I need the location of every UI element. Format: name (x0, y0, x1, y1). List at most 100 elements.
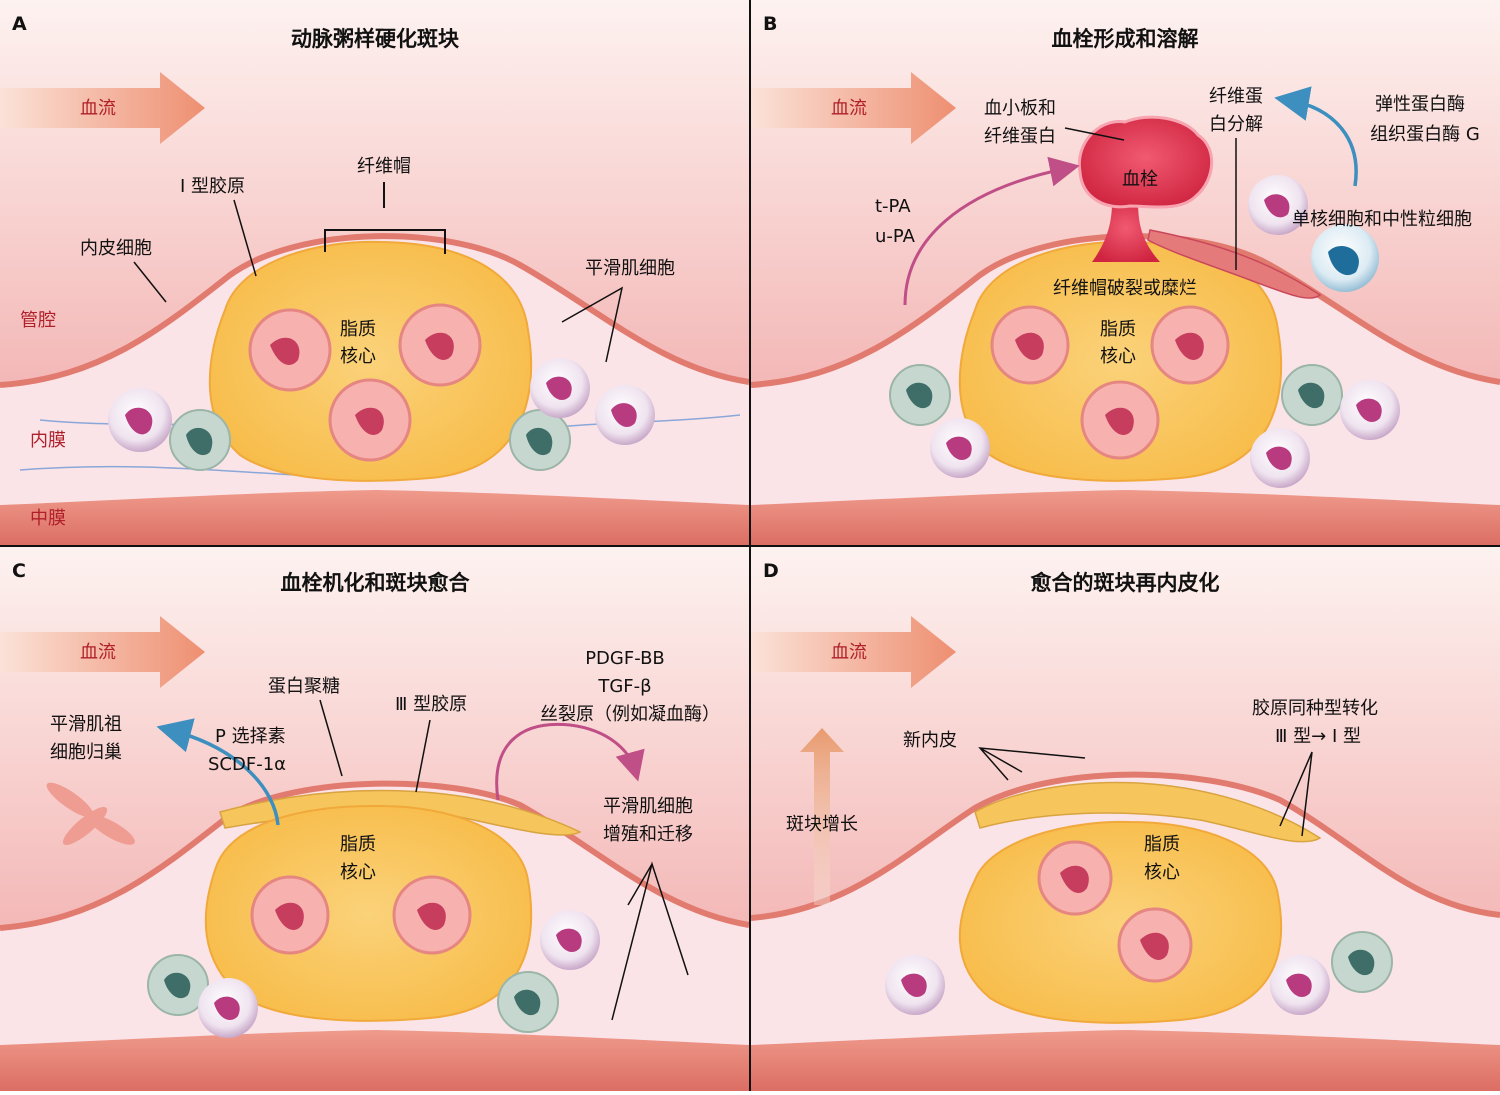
leader-proteoglycan (319, 699, 343, 777)
label-core-line-1: 脂质 (340, 319, 376, 340)
monocyte (1331, 931, 1393, 993)
monocyte-blue (1311, 224, 1379, 292)
blood-flow-arrow (751, 72, 956, 144)
label-collagen-i: Ⅰ 型胶原 (180, 176, 245, 197)
panel-title-a: 动脉粥样硬化斑块 (291, 27, 460, 51)
blood-flow-arrow (0, 616, 205, 688)
tpa-arrow (903, 156, 1080, 306)
panel-title-c: 血栓机化和斑块愈合 (281, 571, 471, 595)
blood-flow-arrow (0, 72, 205, 144)
monocyte (169, 409, 231, 471)
panel-letter-b: B (763, 13, 777, 35)
enzyme-arrow (1274, 86, 1358, 187)
foam-cell (1117, 907, 1193, 983)
panel-a: A 动脉粥样硬化斑块 血流 纤维帽 Ⅰ 型胶原 内皮细胞 平滑肌细胞 管腔 内膜… (0, 0, 750, 545)
flow-label-d: 血流 (831, 642, 867, 663)
label-smc-proliferation-line-2: 增殖和迁移 (603, 823, 693, 845)
plaque-growth-arrow (800, 728, 844, 905)
label-core-line-2: 核心 (1100, 346, 1136, 367)
label-fibrinolysis-line-2: 白分解 (1209, 114, 1263, 135)
label-sdf: SCDF-1α (208, 754, 286, 775)
panel-title-d: 愈合的斑块再内皮化 (1031, 571, 1220, 595)
leader-collagen-switch (1279, 751, 1313, 837)
foam-cell (250, 875, 330, 955)
bracket-fibrous-cap (324, 182, 446, 254)
flow-label-b: 血流 (831, 98, 867, 119)
label-tgf: TGF-β (597, 676, 651, 697)
white-blood-cell (198, 978, 258, 1038)
smc-progenitors (46, 782, 135, 846)
homing-arrow (156, 718, 280, 826)
panel-letter-d: D (763, 560, 779, 582)
leader-endothelial (133, 261, 167, 303)
panel-letter-a: A (12, 13, 27, 35)
foam-cell (1080, 380, 1160, 460)
label-plaque-growth: 斑块增长 (786, 814, 858, 835)
label-neo-endothelium: 新内皮 (903, 730, 957, 751)
leader-smc-proliferation (611, 861, 689, 1021)
leader-neo-endothelium (978, 747, 1086, 781)
flow-label-a: 血流 (80, 98, 116, 119)
panel-c: C 血栓机化和斑块愈合 血流 平滑肌祖 细胞归巢 P 选择素 SCDF-1α 蛋… (0, 547, 750, 1091)
label-upa: u-PA (875, 226, 916, 247)
white-blood-cell (1340, 380, 1400, 440)
label-fibrinolysis-line-1: 纤维蛋 (1209, 86, 1263, 107)
media-layer (0, 490, 749, 545)
endothelium (0, 233, 750, 388)
media-layer (751, 490, 1500, 545)
label-platelet-line-1: 血小板和 (984, 98, 1056, 119)
label-core-line-1: 脂质 (340, 834, 376, 855)
thrombus-stalk (1092, 200, 1160, 262)
label-media: 中膜 (30, 508, 66, 529)
label-core-line-2: 核心 (340, 862, 376, 883)
white-blood-cell (540, 910, 600, 970)
neutrophil (1248, 175, 1308, 235)
label-core-line-1: 脂质 (1144, 834, 1180, 855)
label-collagen-switch-line-2: Ⅲ 型→ Ⅰ 型 (1275, 726, 1361, 747)
monocyte (509, 409, 571, 471)
label-intima: 内膜 (30, 430, 66, 451)
label-collagen-switch-line-1: 胶原同种型转化 (1252, 698, 1378, 719)
label-thrombus: 血栓 (1122, 169, 1158, 190)
foam-cell (1150, 305, 1230, 385)
label-lumen: 管腔 (20, 310, 56, 331)
monocyte (889, 364, 951, 426)
foam-cell (392, 875, 472, 955)
mitogen-arrow (495, 722, 645, 801)
blood-flow-arrow (751, 616, 956, 688)
lipid-core (958, 820, 1283, 1024)
label-core-line-2: 核心 (340, 346, 376, 367)
white-blood-cell (885, 955, 945, 1015)
leader-platelet (1064, 127, 1125, 141)
white-blood-cell (1270, 955, 1330, 1015)
label-core-line-2: 核心 (1144, 862, 1180, 883)
fibrin-strand (1147, 229, 1322, 299)
panel-b: B 血栓形成和溶解 血流 血小板和 纤维蛋白 血栓 纤维蛋 白分解 弹性蛋白酶 … (750, 0, 1500, 545)
endothelium (0, 780, 750, 931)
foam-cell (398, 303, 482, 387)
label-smc-homing-line-2: 细胞归巢 (50, 742, 122, 763)
label-cap-rupture: 纤维帽破裂或糜烂 (1053, 278, 1197, 299)
panel-letter-c: C (12, 560, 26, 582)
label-smc-proliferation-line-1: 平滑肌细胞 (603, 796, 693, 817)
label-smc-homing-line-1: 平滑肌祖 (50, 714, 122, 735)
label-smooth-muscle: 平滑肌细胞 (585, 258, 675, 279)
label-tpa: t-PA (875, 196, 911, 217)
white-blood-cell (530, 358, 590, 418)
monocyte (497, 971, 559, 1033)
healed-cap (974, 781, 1322, 843)
monocyte (147, 954, 209, 1016)
media-layer (0, 1030, 749, 1091)
label-core-line-1: 脂质 (1100, 319, 1136, 340)
panel-d: D 愈合的斑块再内皮化 血流 新内皮 胶原同种型转化 Ⅲ 型→ Ⅰ 型 斑块增长… (750, 547, 1500, 1091)
label-collagen-iii: Ⅲ 型胶原 (395, 694, 467, 715)
media-layer (751, 1030, 1500, 1091)
white-blood-cell (595, 385, 655, 445)
white-blood-cell (1250, 428, 1310, 488)
foam-cell (990, 305, 1070, 385)
label-p-selectin: P 选择素 (215, 726, 286, 747)
white-blood-cell (930, 418, 990, 478)
panel-title-b: 血栓形成和溶解 (1052, 27, 1199, 51)
